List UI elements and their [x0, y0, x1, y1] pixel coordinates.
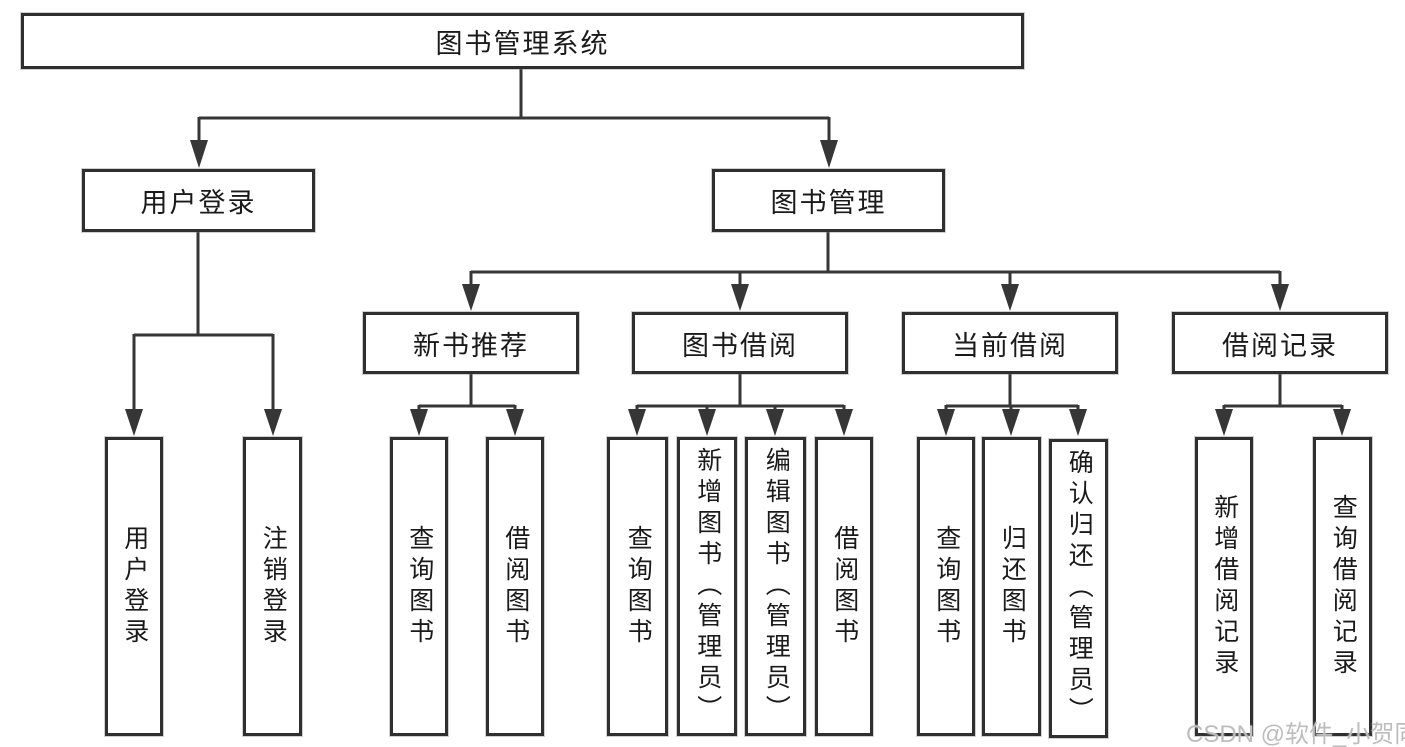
node-label: 查询图书	[932, 524, 961, 649]
leaf-return-books: 归还图书	[982, 437, 1041, 736]
node-label: 查询图书	[624, 524, 653, 649]
node-label: 确认归还（管理员）	[1065, 449, 1094, 728]
node-user-login-module: 用户登录	[82, 169, 315, 232]
node-label: 查询借阅记录	[1329, 493, 1358, 680]
leaf-edit-books-admin: 编辑图书（管理员）	[745, 437, 806, 736]
leaf-query-books-borrowing: 查询图书	[607, 437, 668, 736]
leaf-user-login: 用户登录	[105, 437, 163, 736]
leaf-logout: 注销登录	[243, 437, 302, 736]
leaf-add-borrow-record: 新增借阅记录	[1195, 437, 1253, 736]
node-label: 归还图书	[998, 524, 1027, 649]
leaf-query-books-current: 查询图书	[917, 437, 975, 736]
node-system-root: 图书管理系统	[21, 13, 1024, 69]
leaf-query-books-recommend: 查询图书	[390, 437, 448, 736]
node-borrowing-records: 借阅记录	[1172, 312, 1388, 374]
csdn-watermark: CSDN @软件_小贺同学	[1186, 721, 1405, 747]
node-label: 用户登录	[120, 524, 149, 649]
node-label: 图书管理系统	[435, 28, 610, 59]
leaf-borrow-books: 借阅图书	[815, 437, 873, 736]
node-label: 新增图书（管理员）	[693, 447, 722, 726]
node-label: 当前借阅	[952, 330, 1068, 361]
node-label: 图书管理	[770, 188, 887, 218]
node-book-borrowing: 图书借阅	[632, 312, 848, 374]
node-label: 查询图书	[405, 524, 434, 649]
node-label: 新书推荐	[413, 330, 529, 361]
leaf-add-books-admin: 新增图书（管理员）	[677, 437, 737, 736]
node-label: 用户登录	[140, 188, 257, 218]
node-label: 注销登录	[259, 524, 288, 649]
node-label: 新增借阅记录	[1210, 493, 1239, 680]
leaf-query-borrow-record: 查询借阅记录	[1313, 437, 1372, 736]
node-label: 借阅记录	[1222, 330, 1338, 361]
leaf-confirm-return-admin: 确认归还（管理员）	[1049, 439, 1108, 738]
node-label: 借阅图书	[830, 524, 859, 649]
node-label: 借阅图书	[501, 524, 530, 649]
node-book-management-module: 图书管理	[712, 169, 945, 232]
node-label: 图书借阅	[682, 330, 798, 361]
node-label: 编辑图书（管理员）	[762, 447, 791, 726]
node-current-borrowing: 当前借阅	[902, 312, 1118, 374]
leaf-borrow-books-recommend: 借阅图书	[486, 437, 544, 736]
node-new-book-recommend: 新书推荐	[363, 312, 579, 374]
